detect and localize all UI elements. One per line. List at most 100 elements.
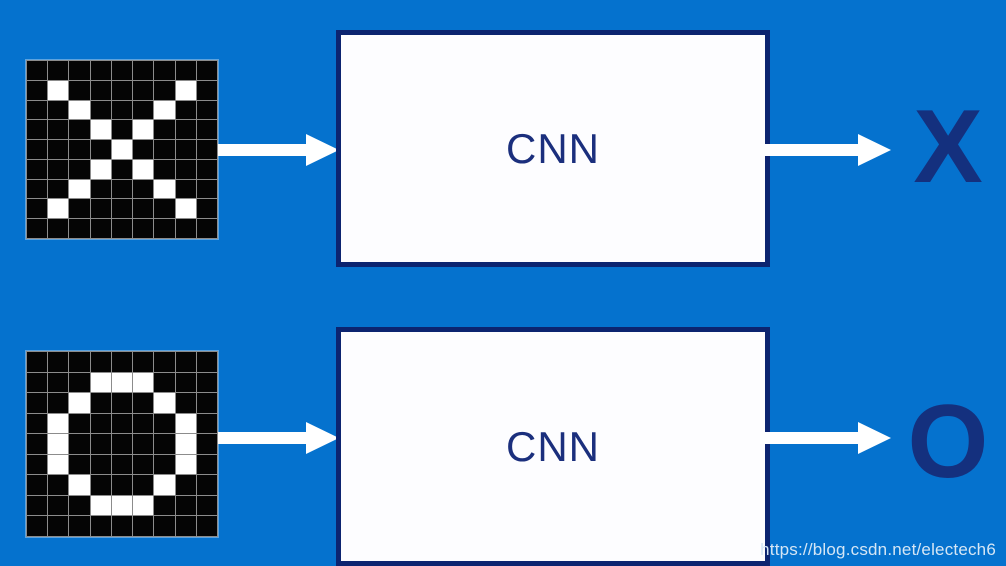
pixel-cell	[154, 393, 175, 413]
pixel-cell	[133, 516, 154, 536]
pixel-cell	[175, 495, 196, 516]
pixel-cell	[90, 179, 111, 199]
pixel-cell	[90, 80, 111, 100]
pixel-cell	[154, 140, 175, 159]
pixel-cell	[175, 159, 196, 179]
pixel-cell	[69, 219, 90, 238]
pixel-cell	[111, 516, 133, 536]
pixel-cell	[196, 80, 217, 100]
pixel-cell	[133, 80, 154, 100]
pixel-cell	[90, 140, 111, 159]
pixel-cell	[175, 413, 196, 434]
pixel-cell	[111, 454, 133, 475]
pixel-cell	[27, 516, 48, 536]
pixel-cell	[27, 219, 48, 238]
pixel-cell	[27, 140, 48, 159]
pixel-cell	[196, 393, 217, 413]
pixel-cell	[27, 475, 48, 495]
pixel-cell	[175, 454, 196, 475]
cnn-label-bottom: CNN	[506, 422, 600, 470]
pixel-cell	[175, 140, 196, 159]
pixel-cell	[90, 120, 111, 140]
pixel-cell	[175, 80, 196, 100]
pixel-cell	[175, 434, 196, 454]
pixel-cell	[69, 434, 90, 454]
pixel-cell	[111, 413, 133, 434]
pixel-cell	[154, 120, 175, 140]
pixel-cell	[27, 199, 48, 219]
pixel-cell	[196, 434, 217, 454]
pixel-cell	[48, 219, 69, 238]
pixel-cell	[48, 120, 69, 140]
arrow-input-bottom	[218, 422, 339, 454]
pixel-cell	[69, 179, 90, 199]
pixel-cell	[69, 454, 90, 475]
pixel-cell	[133, 372, 154, 393]
pixel-cell	[133, 454, 154, 475]
pixel-cell	[133, 100, 154, 120]
pixel-cell	[90, 61, 111, 80]
pixel-cell	[48, 179, 69, 199]
pixel-cell	[196, 495, 217, 516]
pixel-cell	[48, 475, 69, 495]
pixel-cell	[133, 159, 154, 179]
pixel-cell	[111, 352, 133, 372]
pixel-cell	[154, 61, 175, 80]
pixel-cell	[69, 159, 90, 179]
arrow-input-top	[218, 134, 339, 166]
pixel-cell	[196, 454, 217, 475]
pixel-cell	[90, 495, 111, 516]
pixel-cell	[27, 179, 48, 199]
pixel-cell	[133, 495, 154, 516]
pixel-cell	[69, 120, 90, 140]
pixel-cell	[48, 454, 69, 475]
pixel-cell	[90, 434, 111, 454]
pixel-cell	[48, 140, 69, 159]
pixel-cell	[154, 80, 175, 100]
pixel-cell	[154, 413, 175, 434]
pixel-cell	[90, 393, 111, 413]
pixel-cell	[27, 352, 48, 372]
pixel-cell	[154, 352, 175, 372]
pixel-cell	[90, 199, 111, 219]
pixel-cell	[154, 219, 175, 238]
pixel-cell	[48, 495, 69, 516]
pixel-cell	[175, 120, 196, 140]
pixel-grid-o	[26, 351, 218, 537]
pixel-cell	[111, 179, 133, 199]
pixel-cell	[27, 495, 48, 516]
pixel-cell	[69, 372, 90, 393]
pixel-cell	[111, 100, 133, 120]
pixel-cell	[48, 80, 69, 100]
pixel-cell	[111, 120, 133, 140]
pixel-cell	[175, 393, 196, 413]
pixel-cell	[175, 475, 196, 495]
pixel-cell	[48, 413, 69, 434]
pixel-cell	[48, 352, 69, 372]
pixel-cell	[69, 516, 90, 536]
pixel-cell	[133, 179, 154, 199]
pixel-cell	[27, 372, 48, 393]
pixel-cell	[196, 120, 217, 140]
pixel-cell	[154, 100, 175, 120]
pixel-cell	[111, 475, 133, 495]
pixel-cell	[27, 159, 48, 179]
arrow-output-bottom	[760, 422, 891, 454]
pixel-cell	[111, 140, 133, 159]
pixel-cell	[48, 159, 69, 179]
pixel-cell	[27, 454, 48, 475]
pixel-cell	[111, 372, 133, 393]
cnn-box-top: CNN	[336, 30, 770, 267]
pixel-cell	[27, 434, 48, 454]
pixel-cell	[48, 372, 69, 393]
pixel-cell	[175, 179, 196, 199]
pixel-cell	[48, 434, 69, 454]
pixel-cell	[48, 393, 69, 413]
pixel-cell	[111, 393, 133, 413]
pixel-cell	[175, 372, 196, 393]
pixel-cell	[69, 199, 90, 219]
pixel-cell	[111, 434, 133, 454]
pixel-cell	[90, 159, 111, 179]
pixel-cell	[69, 352, 90, 372]
